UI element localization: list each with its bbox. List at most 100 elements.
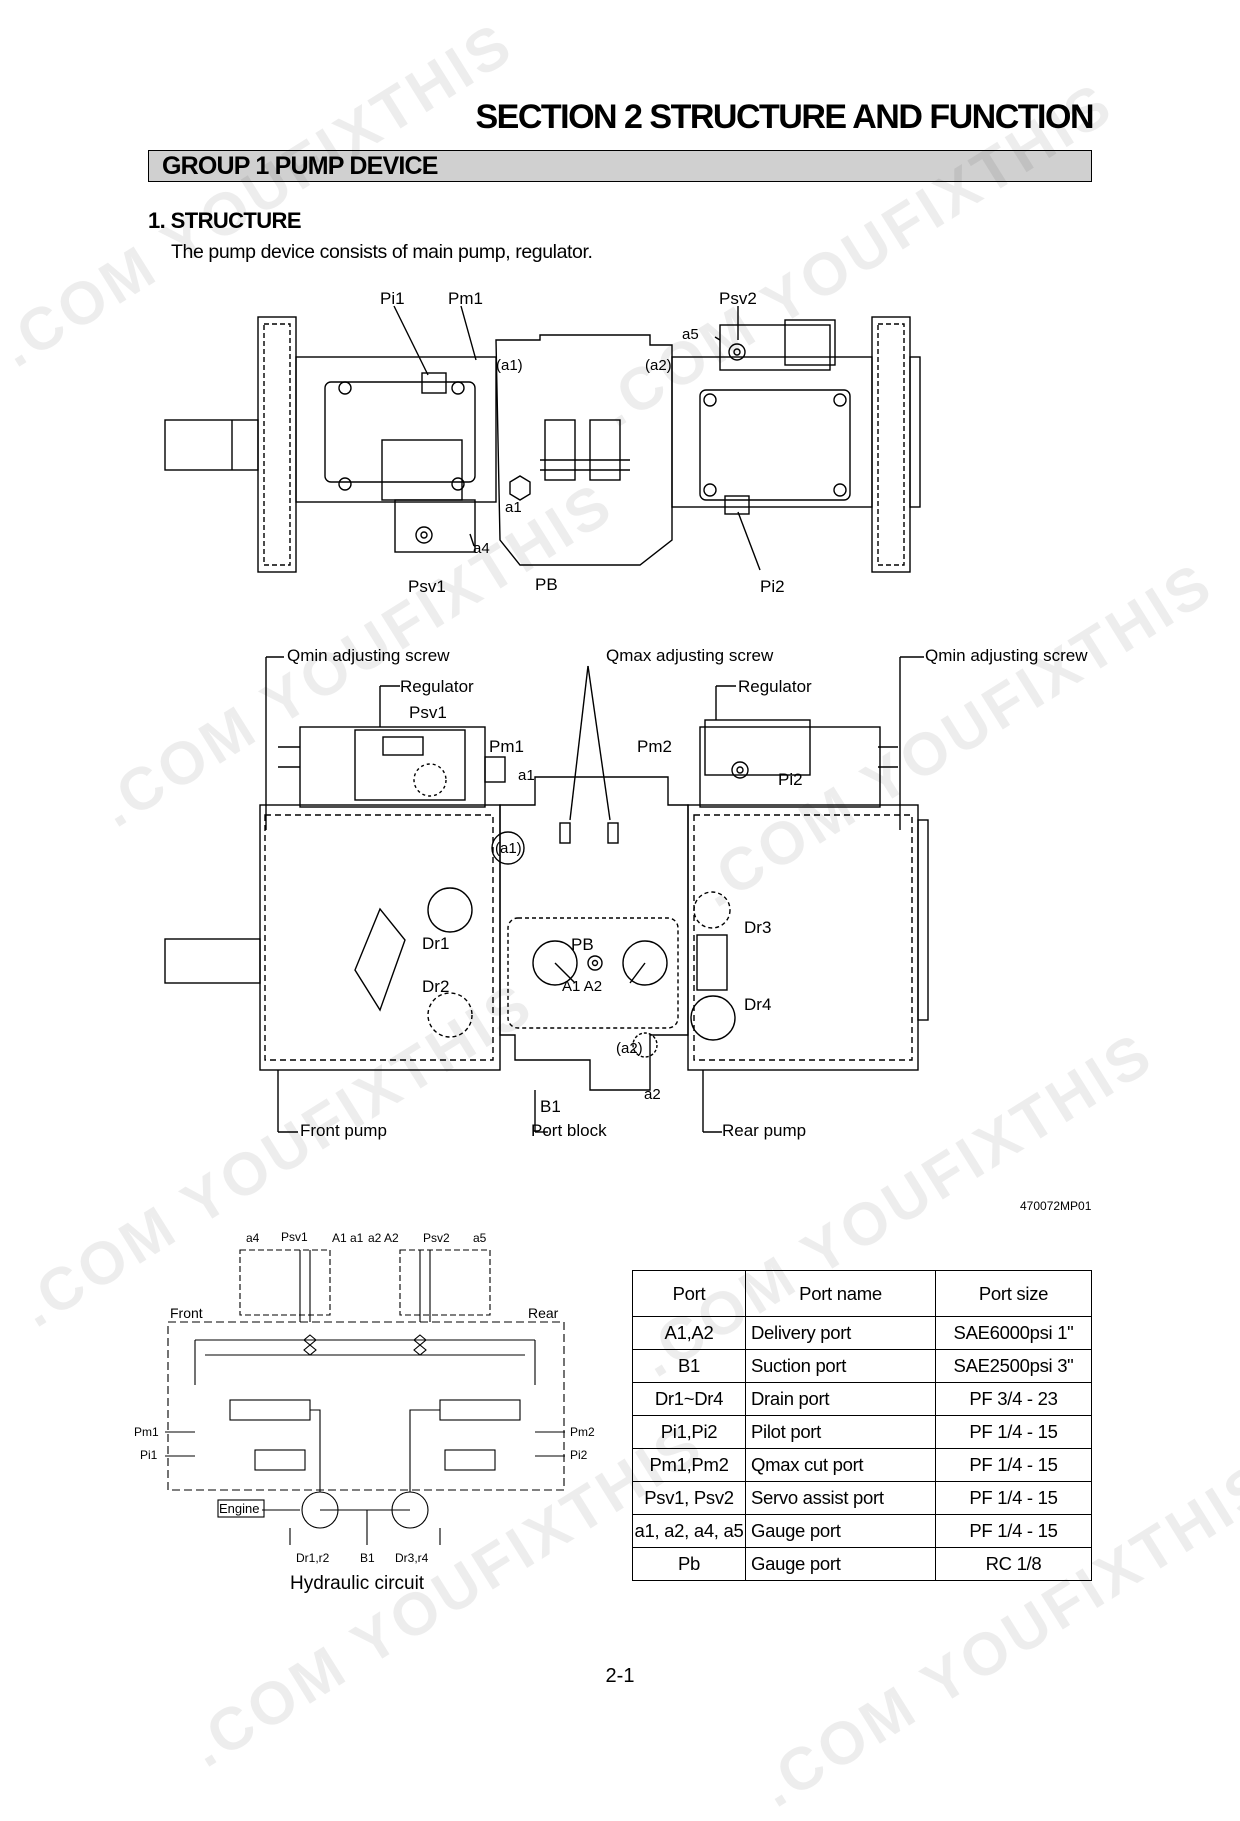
label-pm2-front: Pm2: [637, 737, 672, 756]
label-a1-front: a1: [518, 767, 535, 784]
port-table-cell: SAE6000psi 1": [935, 1316, 1092, 1350]
circuit-label-pm2: Pm2: [570, 1425, 595, 1439]
label-qmin-left: Qmin adjusting screw: [287, 646, 450, 665]
port-table-cell: PF 1/4 - 15: [935, 1514, 1092, 1548]
port-table-cell: PF 1/4 - 15: [935, 1481, 1092, 1515]
label-pi2-front: Pi2: [778, 770, 803, 789]
port-table-cell: PF 1/4 - 15: [935, 1448, 1092, 1482]
label-b1-front: B1: [540, 1097, 561, 1116]
label-regulator-left: Regulator: [400, 677, 474, 696]
label-a5-top: a5: [682, 326, 699, 343]
label-rear-pump: Rear pump: [722, 1121, 807, 1140]
label-psv1-front: Psv1: [409, 703, 447, 722]
label-qmax: Qmax adjusting screw: [606, 646, 774, 665]
label-dr2: Dr2: [422, 977, 450, 996]
circuit-label-psv2: Psv2: [423, 1231, 450, 1245]
port-table-cell: RC 1/8: [935, 1547, 1092, 1581]
port-table-cell: A1,A2: [632, 1316, 746, 1350]
port-table-cell: Pi1,Pi2: [632, 1415, 746, 1449]
circuit-label-pm1: Pm1: [134, 1425, 159, 1439]
circuit-label-rear: Rear: [528, 1305, 559, 1321]
page-number: 2-1: [605, 1665, 635, 1687]
label-a1a2: A1 A2: [562, 978, 603, 995]
port-table-cell: Drain port: [745, 1382, 936, 1416]
section-title: SECTION 2 STRUCTURE AND FUNCTION: [475, 98, 1094, 136]
label-pi1-top: Pi1: [380, 289, 405, 308]
label-a1-paren-front: (a1): [495, 840, 522, 857]
port-table-cell: PF 3/4 - 23: [935, 1382, 1092, 1416]
port-table-header: Port size: [935, 1270, 1092, 1317]
pump-drawings: [164, 305, 929, 1545]
port-table-cell: Pilot port: [745, 1415, 936, 1449]
port-table-cell: B1: [632, 1349, 746, 1383]
label-front-pump: Front pump: [300, 1121, 387, 1140]
port-table-cell: Qmax cut port: [745, 1448, 936, 1482]
circuit-label-a2a2: a2 A2: [368, 1231, 399, 1245]
circuit-label-front: Front: [170, 1305, 203, 1321]
port-table-cell: Servo assist port: [745, 1481, 936, 1515]
circuit-label-pi1: Pi1: [140, 1448, 158, 1462]
port-table-cell: Psv1, Psv2: [632, 1481, 746, 1515]
label-pb-front: PB: [571, 935, 594, 954]
port-table-header-row: Port Port name Port size: [632, 1270, 1092, 1317]
label-dr3: Dr3: [744, 918, 772, 937]
label-pb-top: PB: [535, 575, 558, 594]
circuit-label-a4: a4: [246, 1231, 260, 1245]
port-table-cell: Pm1,Pm2: [632, 1448, 746, 1482]
label-dr4: Dr4: [744, 995, 772, 1014]
circuit-label-psv1: Psv1: [281, 1230, 308, 1244]
circuit-label-a1a1: A1 a1: [332, 1231, 364, 1245]
label-a2-front: a2: [644, 1086, 661, 1103]
label-a4-top: a4: [473, 540, 490, 557]
port-table-cell: Suction port: [745, 1349, 936, 1383]
hydraulic-circuit-drawing: [165, 1249, 565, 1545]
label-psv2-top: Psv2: [719, 289, 757, 308]
circuit-label-dr3r4: Dr3,r4: [395, 1551, 429, 1565]
label-pm1-front: Pm1: [489, 737, 524, 756]
label-dr1: Dr1: [422, 934, 450, 953]
structure-heading: 1. STRUCTURE: [148, 208, 302, 233]
group-title: GROUP 1 PUMP DEVICE: [162, 152, 438, 180]
port-table-cell: Pb: [632, 1547, 746, 1581]
front-view-drawing: [164, 656, 929, 1133]
port-table-cell: Gauge port: [745, 1547, 936, 1581]
port-table-cell: Dr1~Dr4: [632, 1382, 746, 1416]
circuit-caption: Hydraulic circuit: [290, 1573, 425, 1594]
port-table-cell: a1, a2, a4, a5: [632, 1514, 746, 1548]
label-a2-paren-front: (a2): [616, 1040, 643, 1057]
group-title-bar: [148, 150, 1092, 182]
label-qmin-right: Qmin adjusting screw: [925, 646, 1088, 665]
port-table-cell: SAE2500psi 3": [935, 1349, 1092, 1383]
label-pm1-top: Pm1: [448, 289, 483, 308]
port-table-cell: PF 1/4 - 15: [935, 1415, 1092, 1449]
port-table-cell: Gauge port: [745, 1514, 936, 1548]
label-a1-paren-top: (a1): [496, 357, 523, 374]
port-table-header: Port: [632, 1270, 746, 1317]
circuit-label-pi2: Pi2: [570, 1448, 588, 1462]
port-table-cell: Delivery port: [745, 1316, 936, 1350]
port-table-header: Port name: [745, 1270, 936, 1317]
intro-text: The pump device consists of main pump, r…: [171, 241, 593, 263]
top-view-drawing: [164, 305, 921, 573]
circuit-label-b1: B1: [360, 1551, 375, 1565]
drawing-code: 470072MP01: [1020, 1199, 1092, 1213]
circuit-label-engine: Engine: [219, 1501, 260, 1516]
label-pi2-top: Pi2: [760, 577, 785, 596]
label-psv1-top: Psv1: [408, 577, 446, 596]
label-a2-paren-top: (a2): [645, 357, 672, 374]
circuit-label-a5: a5: [473, 1231, 487, 1245]
label-a1-top: a1: [505, 499, 522, 516]
circuit-label-dr1r2: Dr1,r2: [296, 1551, 330, 1565]
label-regulator-right: Regulator: [738, 677, 812, 696]
label-port-block: Port block: [531, 1121, 607, 1140]
